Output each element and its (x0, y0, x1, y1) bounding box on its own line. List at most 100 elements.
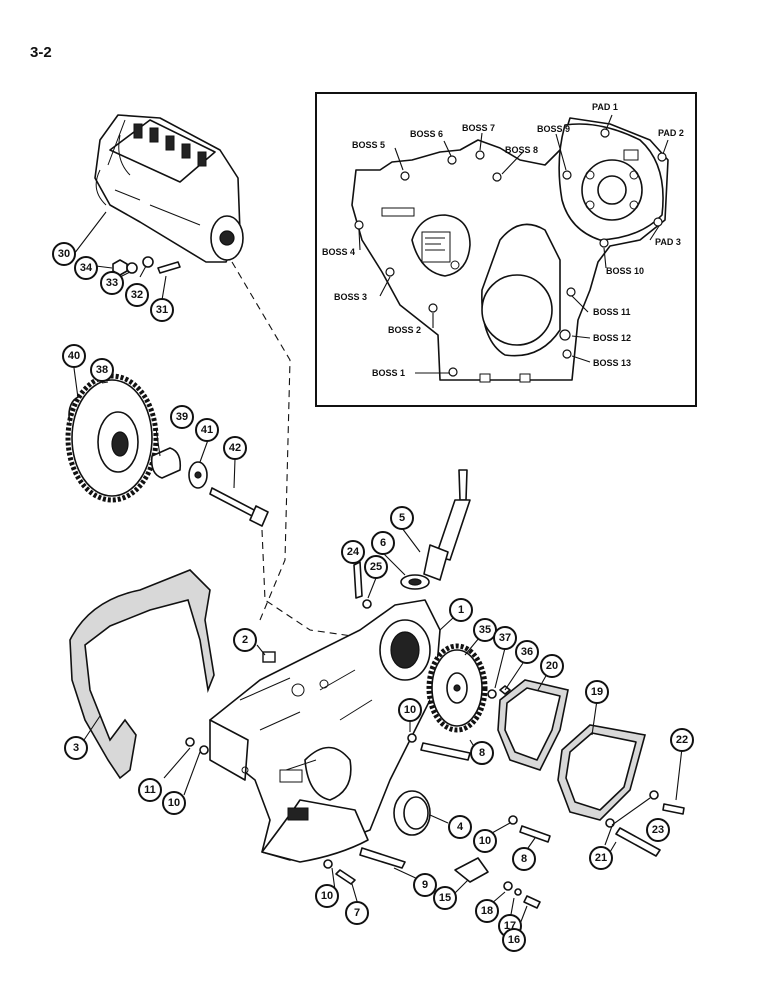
svg-text:36: 36 (521, 646, 533, 658)
callout-36: 36 (515, 640, 539, 664)
callout-6: 6 (371, 531, 395, 555)
timing-cover (209, 599, 441, 863)
svg-text:9: 9 (422, 879, 428, 891)
callout-30: 30 (52, 242, 76, 266)
svg-text:38: 38 (96, 364, 108, 376)
callout-18: 18 (475, 899, 499, 923)
page-number: 3-2 (30, 44, 52, 61)
injection-pump (94, 114, 244, 263)
callout-3: 3 (64, 736, 88, 760)
inset-label-pad-1: PAD 1 (592, 102, 618, 112)
pump-hardware (112, 256, 181, 276)
timing-sensor (400, 469, 471, 590)
pointer (454, 857, 489, 883)
inset-label-pad-3: PAD 3 (655, 237, 681, 247)
svg-text:8: 8 (479, 747, 485, 759)
callout-10: 10 (315, 884, 339, 908)
callout-25: 25 (364, 555, 388, 579)
timing-cover-gasket (69, 569, 215, 780)
alignment-line-bolt (261, 529, 381, 641)
inset-label-boss-10: BOSS 10 (606, 266, 644, 276)
callout-40: 40 (62, 344, 86, 368)
svg-text:10: 10 (168, 797, 180, 809)
svg-text:15: 15 (439, 892, 451, 904)
callout-22: 22 (670, 728, 694, 752)
inset-label-pad-2: PAD 2 (658, 128, 684, 138)
svg-text:1: 1 (458, 604, 464, 616)
callout-37: 37 (493, 626, 517, 650)
inset-label-boss-9: BOSS 9 (537, 124, 570, 134)
callout-31: 31 (150, 298, 174, 322)
svg-text:11: 11 (144, 784, 156, 796)
svg-text:31: 31 (156, 304, 168, 316)
svg-text:7: 7 (354, 907, 360, 919)
svg-text:39: 39 (176, 411, 188, 423)
inset-label-boss-12: BOSS 12 (593, 333, 631, 343)
crank-seal (393, 790, 431, 836)
svg-text:18: 18 (481, 905, 493, 917)
callout-33: 33 (100, 271, 124, 295)
svg-text:25: 25 (370, 561, 382, 573)
svg-text:35: 35 (479, 624, 491, 636)
callout-41: 41 (195, 418, 219, 442)
callout-34: 34 (74, 256, 98, 280)
svg-text:10: 10 (404, 704, 416, 716)
callout-19: 19 (585, 680, 609, 704)
svg-text:4: 4 (457, 821, 464, 833)
svg-text:2: 2 (242, 634, 248, 646)
callout-1: 1 (449, 598, 473, 622)
inset-label-boss-2: BOSS 2 (388, 325, 421, 335)
svg-text:6: 6 (380, 537, 386, 549)
callout-42: 42 (223, 436, 247, 460)
callout-9: 9 (413, 873, 437, 897)
svg-text:5: 5 (399, 512, 405, 524)
inset-panel: PAD 1 PAD 2 PAD 3 BOSS 1 BOSS 2 BOSS 3 B… (315, 92, 697, 407)
inset-label-boss-7: BOSS 7 (462, 123, 495, 133)
callout-15: 15 (433, 886, 457, 910)
callout-11: 11 (138, 778, 162, 802)
svg-text:41: 41 (201, 424, 213, 436)
callout-7: 7 (345, 901, 369, 925)
svg-text:16: 16 (508, 934, 520, 946)
timing-gear (426, 643, 488, 733)
svg-text:10: 10 (321, 890, 333, 902)
fasteners (185, 561, 685, 909)
inset-label-boss-6: BOSS 6 (410, 129, 443, 139)
callout-21: 21 (589, 846, 613, 870)
callout-38: 38 (90, 358, 114, 382)
inset-label-boss-3: BOSS 3 (334, 292, 367, 302)
callout-10: 10 (398, 698, 422, 722)
callout-5: 5 (390, 506, 414, 530)
inset-label-boss-4: BOSS 4 (322, 247, 355, 257)
svg-text:37: 37 (499, 632, 511, 644)
svg-text:24: 24 (347, 546, 360, 558)
svg-text:32: 32 (131, 289, 143, 301)
inset-label-boss-11: BOSS 11 (593, 307, 631, 317)
inset-label-boss-13: BOSS 13 (593, 358, 631, 368)
inset-label-boss-8: BOSS 8 (505, 145, 538, 155)
svg-text:30: 30 (58, 248, 70, 260)
inset-label-boss-1: BOSS 1 (372, 368, 405, 378)
callout-4: 4 (448, 815, 472, 839)
svg-text:23: 23 (652, 824, 664, 836)
svg-text:19: 19 (591, 686, 603, 698)
svg-text:33: 33 (106, 277, 118, 289)
callout-8: 8 (470, 741, 494, 765)
callout-16: 16 (502, 928, 526, 952)
svg-text:20: 20 (546, 660, 558, 672)
svg-text:21: 21 (595, 852, 607, 864)
callout-leaders (73, 211, 683, 938)
callout-39: 39 (170, 405, 194, 429)
inset-label-boss-5: BOSS 5 (352, 140, 385, 150)
callout-24: 24 (341, 540, 365, 564)
callout-10: 10 (473, 829, 497, 853)
callout-35: 35 (473, 618, 497, 642)
svg-text:42: 42 (229, 442, 241, 454)
svg-text:8: 8 (521, 853, 527, 865)
callout-23: 23 (646, 818, 670, 842)
callout-20: 20 (540, 654, 564, 678)
svg-text:34: 34 (80, 262, 93, 274)
callout-10: 10 (162, 791, 186, 815)
callout-2: 2 (233, 628, 257, 652)
